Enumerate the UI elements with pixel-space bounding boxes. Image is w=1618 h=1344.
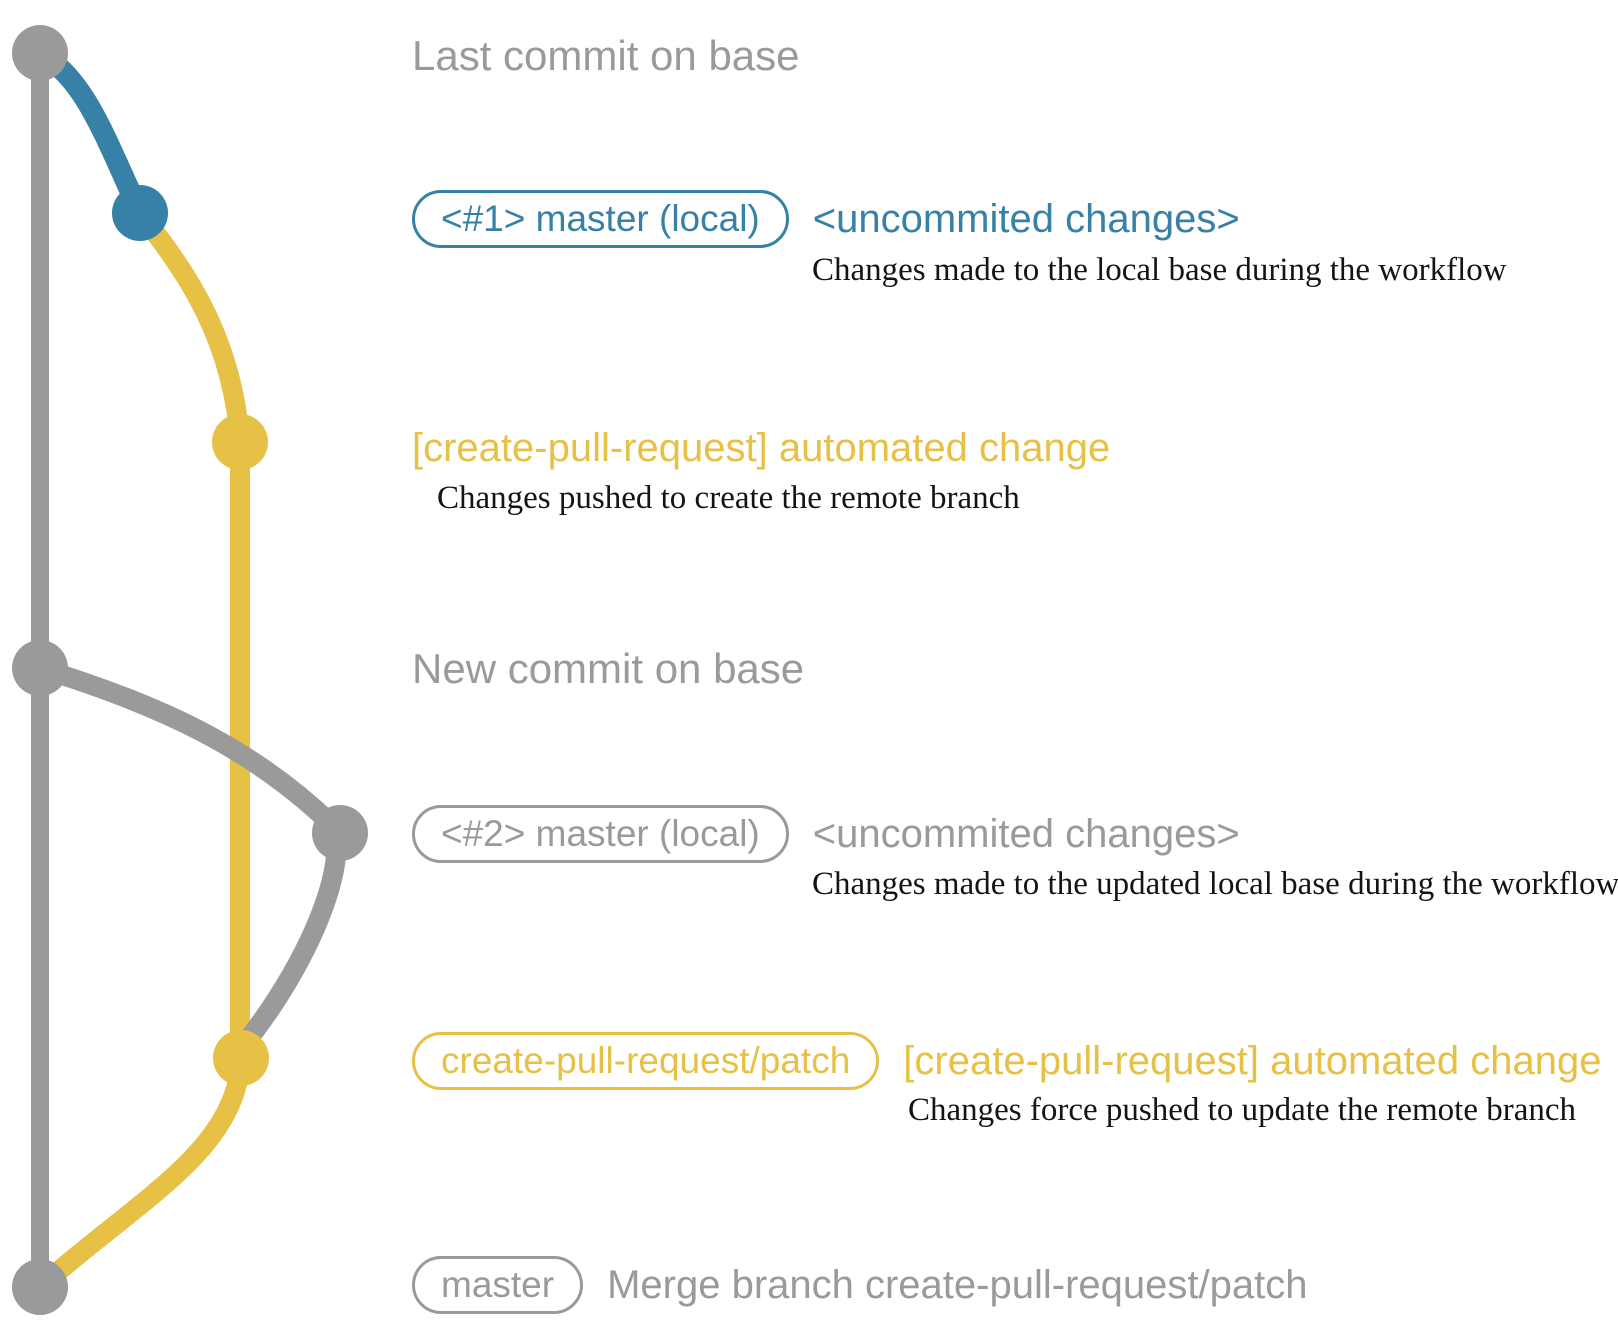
local-changes-curve — [29, 42, 151, 224]
note-updated-local-base-changes: Changes made to the updated local base d… — [812, 866, 1618, 902]
branch-badge-master-local-1: <#1> master (local) — [412, 190, 789, 248]
automated-change-label-2: [create-pull-request] automated change — [903, 1038, 1602, 1083]
commit-dot-automated-change-2 — [213, 1030, 269, 1086]
new-commit-on-base-label: New commit on base — [412, 645, 805, 692]
automated-change-label-1: [create-pull-request] automated change — [412, 426, 1111, 470]
row-local-master-1: <#1> master (local) <uncommited changes> — [412, 190, 1240, 248]
merge-curve — [30, 1048, 251, 1297]
note-local-base-changes: Changes made to the local base during th… — [812, 252, 1507, 288]
commit-dot-uncommited-changes-2 — [312, 805, 368, 861]
note-force-push-remote-branch: Changes force pushed to update the remot… — [908, 1092, 1577, 1128]
commit-dot-uncommited-changes-1 — [112, 185, 168, 241]
branch-badge-master: master — [412, 1256, 584, 1314]
commit-dot-new-commit-on-base — [12, 640, 68, 696]
commit-dot-automated-change-1 — [212, 414, 268, 470]
row-merge: master Merge branch create-pull-request/… — [412, 1256, 1307, 1314]
commit-dot-merge-commit — [12, 1259, 68, 1315]
patch-branch-line — [130, 203, 250, 1068]
row-patch-branch: create-pull-request/patch [create-pull-r… — [412, 1032, 1601, 1090]
row-local-master-2: <#2> master (local) <uncommited changes> — [412, 805, 1240, 863]
note-push-remote-branch: Changes pushed to create the remote bran… — [437, 480, 1020, 516]
commit-dot-last-commit-on-base — [12, 25, 68, 81]
base-update-curve — [30, 658, 347, 1052]
uncommited-changes-label-2: <uncommited changes> — [812, 811, 1240, 856]
branch-badge-create-pull-request-patch: create-pull-request/patch — [412, 1032, 880, 1090]
last-commit-on-base-label: Last commit on base — [412, 32, 800, 79]
uncommited-changes-label-1: <uncommited changes> — [812, 196, 1240, 241]
branch-badge-master-local-2: <#2> master (local) — [412, 805, 789, 863]
merge-branch-label: Merge branch create-pull-request/patch — [607, 1262, 1308, 1307]
